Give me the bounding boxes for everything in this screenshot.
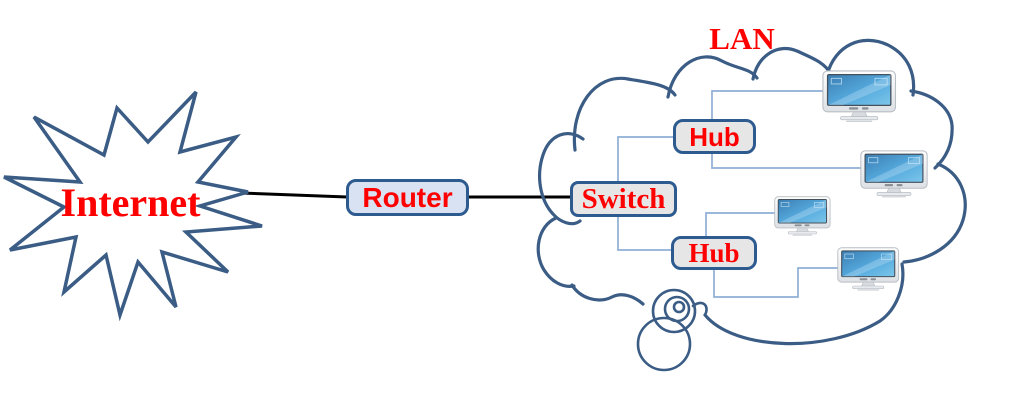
switch-hub-bottom-connector: [617, 217, 671, 251]
internet-router-link-line: [239, 191, 348, 199]
hub-bottom-node: Hub: [671, 236, 757, 270]
internet-label: Internet: [60, 180, 201, 225]
hub-top-computer2-connector: [711, 154, 868, 169]
hub-top-computer1-connector: [711, 90, 845, 119]
hub-top-node: Hub: [673, 119, 756, 154]
cloud-swirl-doodle: [636, 288, 708, 372]
internet-starburst-shape: [3, 90, 263, 322]
computer-monitor-icon: [774, 196, 831, 237]
hub-bottom-label: Hub: [688, 237, 740, 268]
switch-hub-top-connector: [617, 136, 673, 181]
hub-top-label: Hub: [689, 121, 740, 152]
lan-cloud-shape: [536, 38, 967, 346]
lan-label: LAN: [709, 21, 775, 56]
switch-node: Switch: [570, 181, 677, 217]
router-label: Router: [362, 181, 453, 213]
switch-label: Switch: [581, 182, 666, 215]
computer-monitor-icon: [837, 247, 900, 292]
computer-monitor-icon: [860, 150, 928, 199]
router-node: Router: [346, 179, 469, 216]
computer-monitor-icon: [822, 70, 897, 123]
hub-bottom-computer4-connector: [713, 267, 845, 298]
hub-bottom-computer3-connector: [705, 212, 780, 236]
